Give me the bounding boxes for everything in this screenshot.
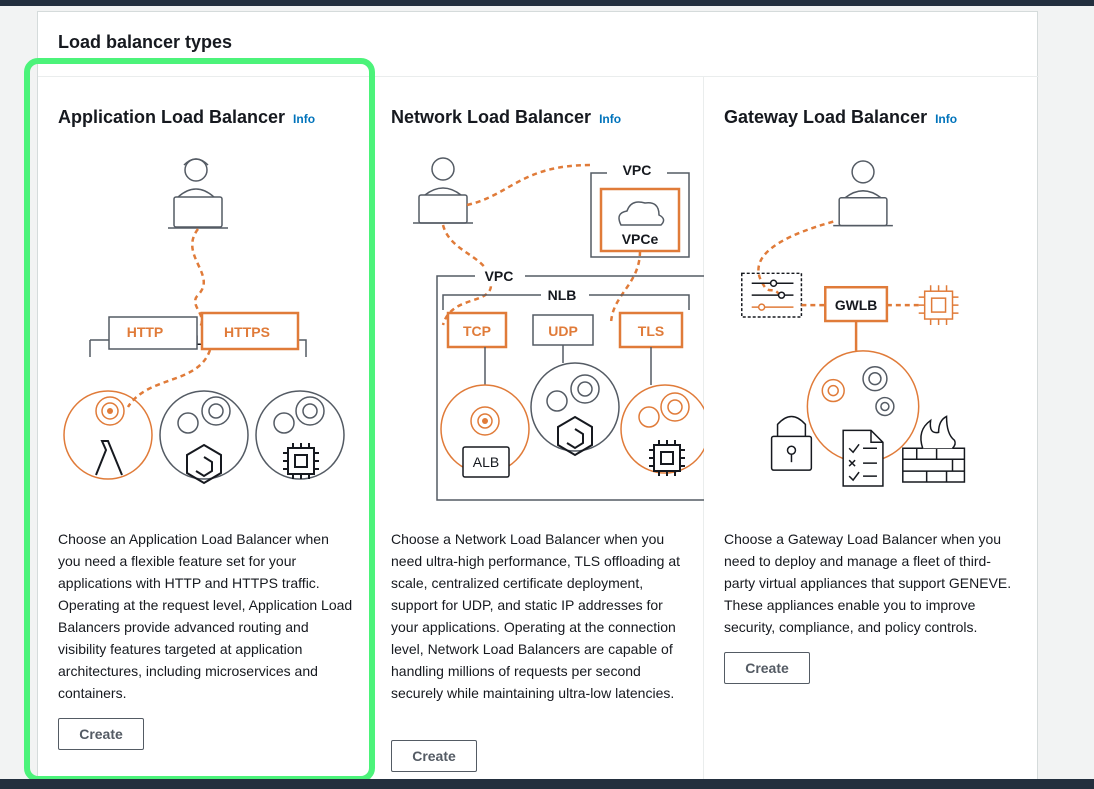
- card-description: Choose an Application Load Balancer when…: [58, 531, 353, 701]
- listener-https-label: HTTPS: [224, 324, 270, 340]
- listener-http-label: HTTP: [127, 324, 164, 340]
- vpce-box: [599, 187, 681, 253]
- chip-icon: [649, 440, 685, 476]
- info-link[interactable]: Info: [935, 112, 958, 126]
- create-gwlb-button[interactable]: Create: [724, 652, 810, 684]
- user-laptop-icon: [833, 160, 893, 227]
- target-group-lambda: [63, 390, 153, 480]
- vpc-large-label: VPC: [485, 268, 514, 284]
- create-alb-button[interactable]: Create: [58, 718, 144, 750]
- load-balancer-types-panel: Load balancer types Application Load Bal…: [37, 11, 1039, 782]
- listener-udp-label: UDP: [548, 323, 578, 339]
- lambda-icon: [95, 440, 123, 476]
- filter-settings-icon: [741, 272, 803, 318]
- card-title-text: Gateway Load Balancer: [724, 107, 928, 127]
- console-top-bar: [0, 0, 1094, 6]
- card-description: Choose a Gateway Load Balancer when you …: [724, 531, 1012, 635]
- chip-icon: [283, 443, 319, 479]
- card-title: Network Load Balancer Info: [391, 107, 621, 128]
- chip-icon: [918, 285, 959, 325]
- listener-tls-label: TLS: [638, 323, 664, 339]
- target-group-container: [159, 390, 249, 485]
- listener-udp-box: [532, 314, 594, 346]
- card-description: Choose a Network Load Balancer when you …: [391, 531, 681, 701]
- target-group-chip: [255, 390, 345, 480]
- target-group-container: [530, 362, 620, 457]
- gwlb-illustration: GWLB: [741, 160, 966, 487]
- create-nlb-button[interactable]: Create: [391, 740, 477, 772]
- card-title: Application Load Balancer Info: [58, 107, 315, 128]
- target-group-alb: ALB: [440, 384, 530, 478]
- vpc-large-box: [436, 275, 704, 501]
- nlb-group-label: NLB: [548, 287, 577, 303]
- listener-http-box: [108, 316, 198, 350]
- container-icon: [186, 443, 222, 485]
- listener-https-box: [200, 311, 300, 351]
- info-link[interactable]: Info: [293, 112, 316, 126]
- target-group-chip: [620, 384, 704, 476]
- card-title-text: Application Load Balancer: [58, 107, 286, 127]
- card-network-load-balancer[interactable]: Network Load Balancer Info VPC VPCe VPC N…: [371, 76, 704, 782]
- checklist-icon: [842, 429, 884, 487]
- lock-icon: [770, 415, 813, 471]
- target-icon: [862, 366, 895, 417]
- card-title-text: Network Load Balancer: [391, 107, 592, 127]
- listener-tcp-label: TCP: [463, 323, 491, 339]
- console-bottom-bar: [0, 779, 1094, 789]
- gwlb-label: GWLB: [835, 297, 877, 313]
- card-gateway-load-balancer[interactable]: Gateway Load Balancer Info GWLB: [704, 76, 1039, 782]
- target-icon: [821, 378, 845, 403]
- card-application-load-balancer[interactable]: Application Load Balancer Info ALB HTTP H…: [38, 76, 371, 782]
- container-icon: [557, 415, 593, 457]
- firewall-icon: [902, 415, 966, 483]
- nlb-illustration: VPC VPCe VPC NLB TCP UDP TLS: [413, 157, 704, 501]
- user-laptop-icon: [168, 158, 228, 229]
- section-title: Load balancer types: [58, 32, 233, 52]
- card-title: Gateway Load Balancer Info: [724, 107, 957, 128]
- info-link[interactable]: Info: [599, 112, 622, 126]
- cloud-vpce-icon: [618, 201, 665, 226]
- vpce-label: VPCe: [622, 231, 659, 247]
- vpc-label: VPC: [623, 162, 652, 178]
- user-laptop-icon: [413, 157, 473, 224]
- target-alb-label: ALB: [473, 454, 499, 470]
- listener-tcp-box: [446, 311, 508, 349]
- alb-illustration: ALB HTTP HTTPS: [63, 158, 345, 485]
